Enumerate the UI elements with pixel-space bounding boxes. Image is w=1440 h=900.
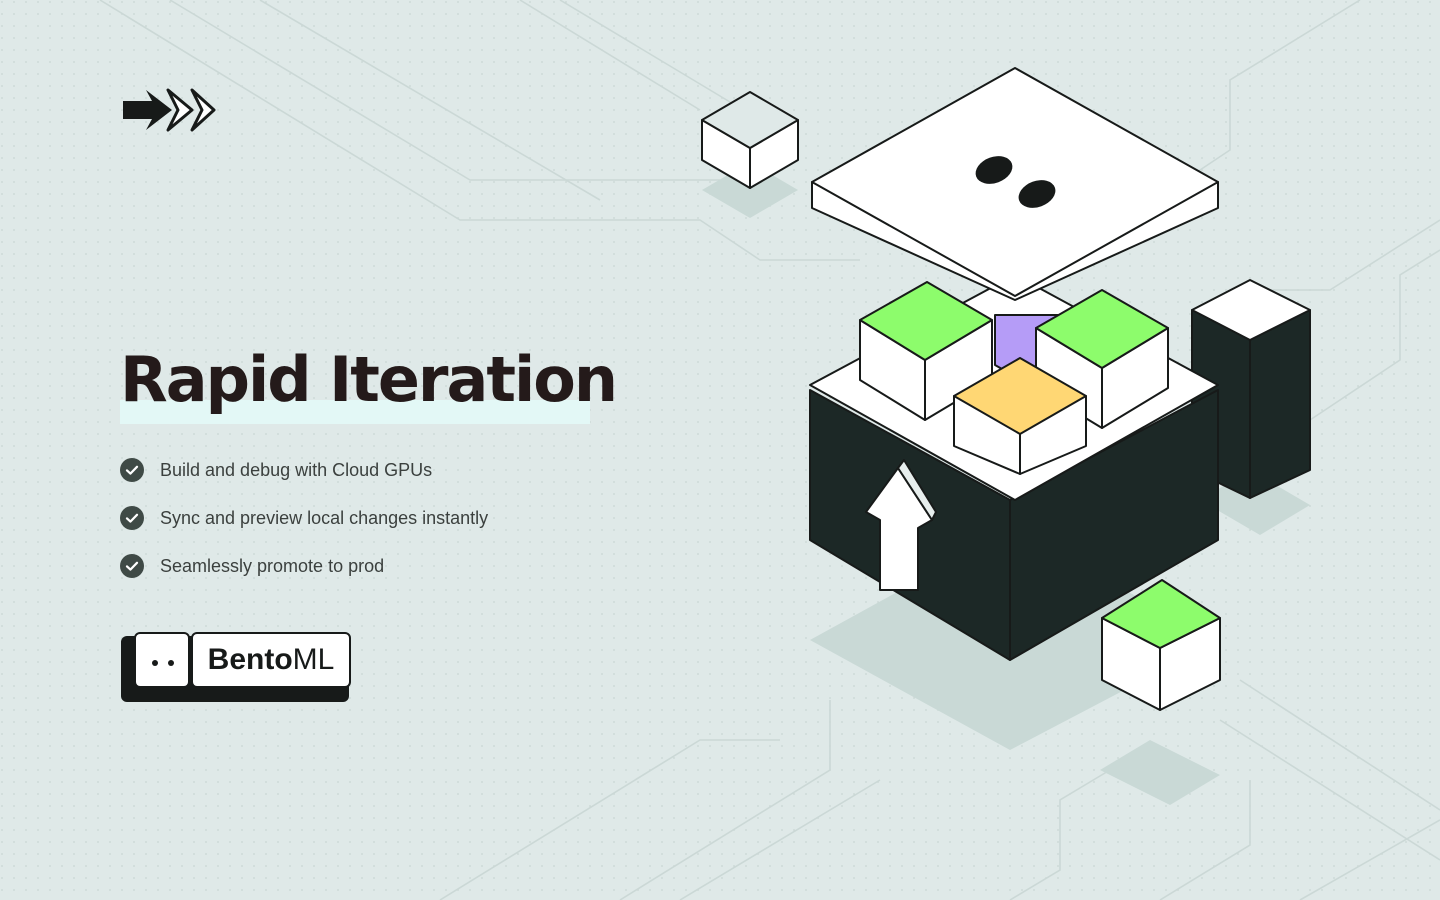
- lid-eyes-icon: [975, 156, 1056, 208]
- brand-name-bold: Bento: [207, 643, 293, 676]
- feature-item: Build and debug with Cloud GPUs: [120, 452, 640, 488]
- bentoml-logo: BentoML: [120, 630, 354, 706]
- feature-item: Sync and preview local changes instantly: [120, 500, 640, 536]
- feature-text: Seamlessly promote to prod: [160, 555, 385, 576]
- page-title-text: Rapid Iteration: [120, 343, 618, 416]
- feature-text: Build and debug with Cloud GPUs: [160, 459, 433, 480]
- title-highlight: [120, 400, 590, 424]
- feature-text: Sync and preview local changes instantly: [160, 507, 489, 528]
- brand-dot: [168, 660, 174, 666]
- feature-item: Seamlessly promote to prod: [120, 548, 640, 584]
- check-circle-icon: [120, 458, 144, 482]
- brand-dot: [152, 660, 158, 666]
- small-green-cube: [1101, 579, 1221, 711]
- check-circle-icon: [120, 554, 144, 578]
- green-cube-left: [859, 281, 993, 421]
- brand-name-light: ML: [292, 643, 335, 676]
- circuit-lines: [99, 0, 1440, 900]
- small-white-cube: [701, 91, 799, 189]
- logo-arrows-icon: [123, 88, 216, 132]
- dark-column-cube: [1191, 279, 1311, 499]
- brand-name-box: BentoML: [191, 632, 351, 688]
- green-cube-right: [1035, 289, 1169, 429]
- floating-lid: [811, 67, 1219, 301]
- brand-dots-icon: [134, 632, 190, 688]
- page-title: Rapid Iteration: [120, 340, 618, 430]
- brand-name: BentoML: [208, 643, 335, 677]
- check-circle-icon: [120, 506, 144, 530]
- feature-list: Build and debug with Cloud GPUs Sync and…: [120, 452, 640, 596]
- upload-arrow-icon: [865, 459, 937, 591]
- isometric-bento-illustration: [701, 67, 1311, 805]
- yellow-cube: [953, 357, 1087, 475]
